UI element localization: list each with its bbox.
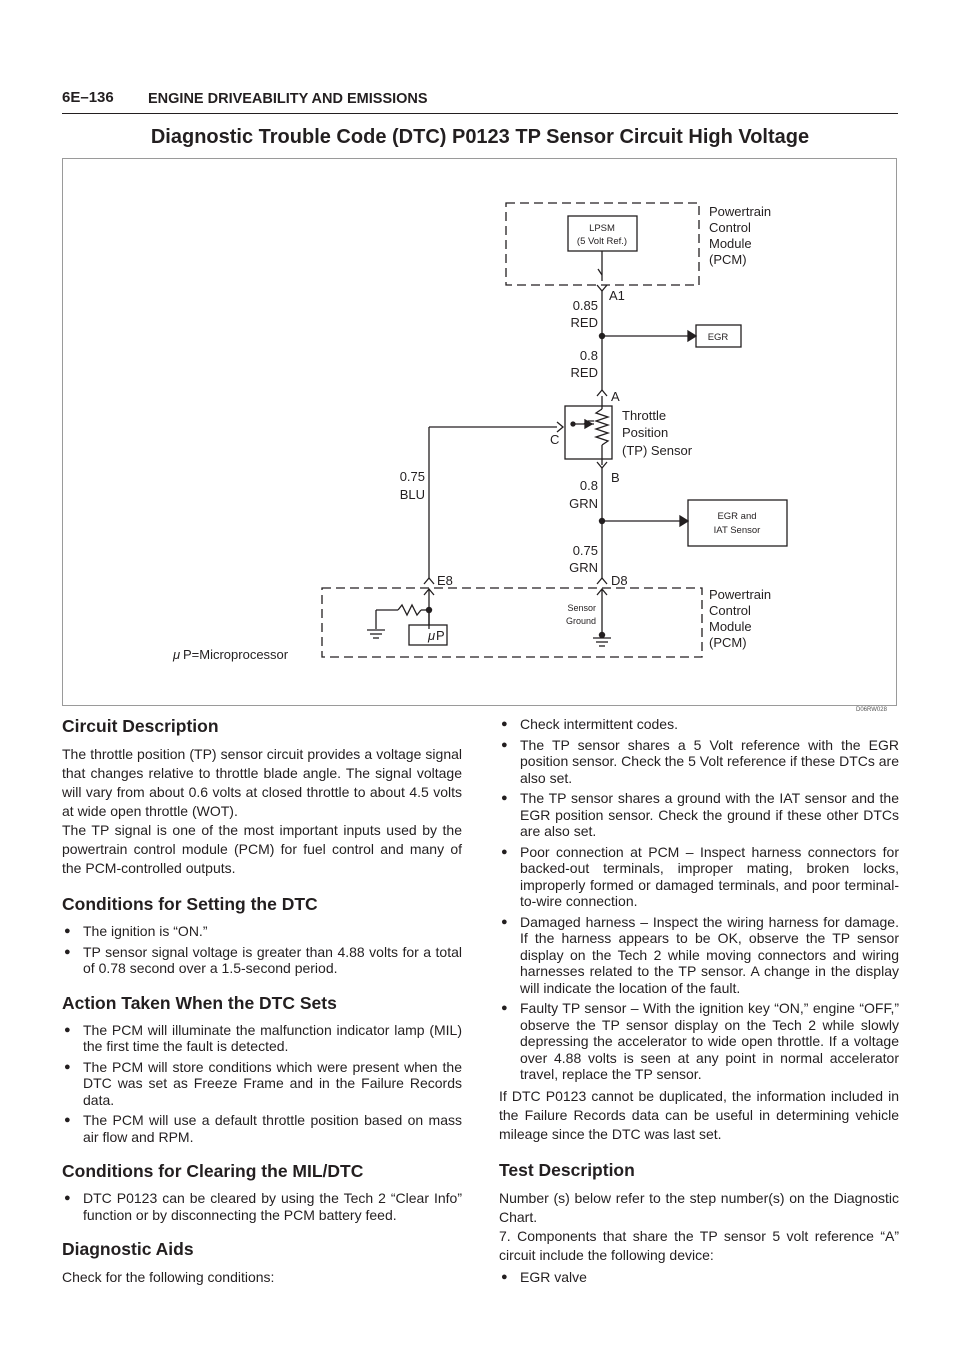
pcm-bottom-label-1: Powertrain bbox=[709, 587, 771, 602]
right-column: Check intermittent codes. The TP sensor … bbox=[499, 716, 899, 1289]
connector-d8 bbox=[596, 576, 608, 585]
wire-075grn-color: GRN bbox=[569, 560, 598, 575]
list-item: TP sensor signal voltage is greater than… bbox=[62, 944, 462, 977]
wire-075blu-color: BLU bbox=[400, 487, 425, 502]
list-item: The PCM will illuminate the malfunction … bbox=[62, 1022, 462, 1055]
action-taken-list: The PCM will illuminate the malfunction … bbox=[62, 1022, 462, 1146]
legend-mu-symbol: μ bbox=[172, 647, 180, 662]
pcm-bottom-box bbox=[321, 587, 703, 658]
list-item: Faulty TP sensor – With the ignition key… bbox=[499, 1000, 899, 1083]
tp-resistor bbox=[593, 408, 611, 446]
list-item: The PCM will store conditions which were… bbox=[62, 1059, 462, 1109]
egr-box bbox=[695, 324, 742, 348]
pcm-bottom-label-3: Module bbox=[709, 619, 752, 634]
test-description-para-2: 7. Components that share the TP sensor 5… bbox=[499, 1227, 899, 1263]
connector-a1 bbox=[596, 284, 608, 293]
egr-box-label: EGR bbox=[708, 332, 729, 343]
wire-08grn-gauge: 0.8 bbox=[580, 478, 598, 493]
pcm-top-label-2: Control bbox=[709, 220, 751, 235]
pin-b-label: B bbox=[611, 470, 620, 485]
conditions-clearing-heading: Conditions for Clearing the MIL/DTC bbox=[62, 1161, 364, 1181]
pcm-bottom-label-4: (PCM) bbox=[709, 635, 747, 650]
list-item: The PCM will use a default throttle posi… bbox=[62, 1112, 462, 1145]
microprocessor-label: P bbox=[436, 628, 445, 643]
conditions-setting-list: The ignition is “ON.” TP sensor signal v… bbox=[62, 923, 462, 977]
wiring-diagram: Powertrain Control Module (PCM) LPSM (5 … bbox=[62, 158, 897, 706]
diagnostic-aids-list: Check intermittent codes. The TP sensor … bbox=[499, 716, 899, 1083]
list-item: EGR valve bbox=[499, 1269, 899, 1286]
list-item: DTC P0123 can be cleared by using the Te… bbox=[62, 1190, 462, 1223]
egr-iat-box bbox=[687, 499, 788, 547]
pcm-bottom-label-2: Control bbox=[709, 603, 751, 618]
pin-c-label: C bbox=[550, 432, 559, 447]
figure-id: D06RW028 bbox=[856, 707, 887, 713]
pin-a-label: A bbox=[611, 389, 620, 404]
test-description-para-1: Number (s) below refer to the step numbe… bbox=[499, 1189, 899, 1225]
test-description-list: EGR valve bbox=[499, 1269, 899, 1286]
wire-08red-gauge: 0.8 bbox=[580, 348, 598, 363]
conditions-setting-heading: Conditions for Setting the DTC bbox=[62, 894, 318, 914]
lpsm-label-1: LPSM bbox=[589, 223, 615, 234]
microprocessor-mu: μ bbox=[427, 628, 435, 643]
egr-iat-label-2: IAT Sensor bbox=[714, 525, 761, 536]
test-description-heading: Test Description bbox=[499, 1159, 635, 1180]
connector-c bbox=[556, 421, 565, 433]
conditions-clearing-list: DTC P0123 can be cleared by using the Te… bbox=[62, 1190, 462, 1223]
wiring-diagram-svg: Powertrain Control Module (PCM) LPSM (5 … bbox=[172, 202, 788, 662]
tp-sensor-box bbox=[564, 405, 613, 460]
pin-d8-label: D8 bbox=[611, 573, 628, 588]
action-taken-heading: Action Taken When the DTC Sets bbox=[62, 992, 337, 1013]
pcm-top-label-1: Powertrain bbox=[709, 204, 771, 219]
wire-085-gauge: 0.85 bbox=[573, 298, 598, 313]
circuit-description-para-2: The TP signal is one of the most importa… bbox=[62, 822, 462, 876]
wire-085-color: RED bbox=[571, 315, 598, 330]
pcm-top-box bbox=[505, 202, 700, 286]
circuit-description-para-1: The throttle position (TP) sensor circui… bbox=[62, 746, 462, 819]
wire-08red-color: RED bbox=[571, 365, 598, 380]
list-item: The TP sensor shares a ground with the I… bbox=[499, 790, 899, 840]
microprocessor-legend: P=Microprocessor bbox=[183, 647, 289, 662]
header-rule bbox=[62, 113, 898, 114]
wire-08grn-color: GRN bbox=[569, 496, 598, 511]
tp-sensor-label-3: (TP) Sensor bbox=[622, 443, 693, 458]
circuit-description-heading: Circuit Description bbox=[62, 716, 219, 736]
sensor-ground-label-1: Sensor bbox=[567, 603, 596, 613]
wire-075blu-gauge: 0.75 bbox=[400, 469, 425, 484]
left-column: Circuit Description The throttle positio… bbox=[62, 716, 462, 1287]
pin-e8-label: E8 bbox=[437, 573, 453, 588]
pcm-top-label-3: Module bbox=[709, 236, 752, 251]
sensor-ground-label-2: Ground bbox=[566, 616, 596, 626]
list-item: Check intermittent codes. bbox=[499, 716, 899, 733]
list-item: The ignition is “ON.” bbox=[62, 923, 462, 940]
failure-records-para: If DTC P0123 cannot be duplicated, the i… bbox=[499, 1087, 899, 1142]
diagnostic-aids-heading: Diagnostic Aids bbox=[62, 1239, 194, 1259]
running-title: ENGINE DRIVEABILITY AND EMISSIONS bbox=[148, 91, 428, 107]
egr-iat-label-1: EGR and bbox=[717, 511, 756, 522]
microprocessor-box bbox=[408, 624, 448, 646]
pcm-top-label-4: (PCM) bbox=[709, 252, 747, 267]
list-item: Poor connection at PCM – Inspect harness… bbox=[499, 844, 899, 910]
tp-sensor-label-1: Throttle bbox=[622, 408, 666, 423]
page-number: 6E–136 bbox=[62, 89, 114, 106]
page-title: Diagnostic Trouble Code (DTC) P0123 TP S… bbox=[150, 126, 810, 148]
list-item: Damaged harness – Inspect the wiring har… bbox=[499, 914, 899, 997]
wire-075grn-gauge: 0.75 bbox=[573, 543, 598, 558]
diagnostic-aids-para: Check for the following conditions: bbox=[62, 1269, 275, 1285]
tp-sensor-label-2: Position bbox=[622, 425, 668, 440]
lpsm-label-2: (5 Volt Ref.) bbox=[577, 236, 627, 247]
pin-a1-label: A1 bbox=[609, 288, 625, 303]
connector-e8 bbox=[423, 576, 435, 585]
list-item: The TP sensor shares a 5 Volt reference … bbox=[499, 737, 899, 787]
connector-a bbox=[596, 388, 608, 397]
